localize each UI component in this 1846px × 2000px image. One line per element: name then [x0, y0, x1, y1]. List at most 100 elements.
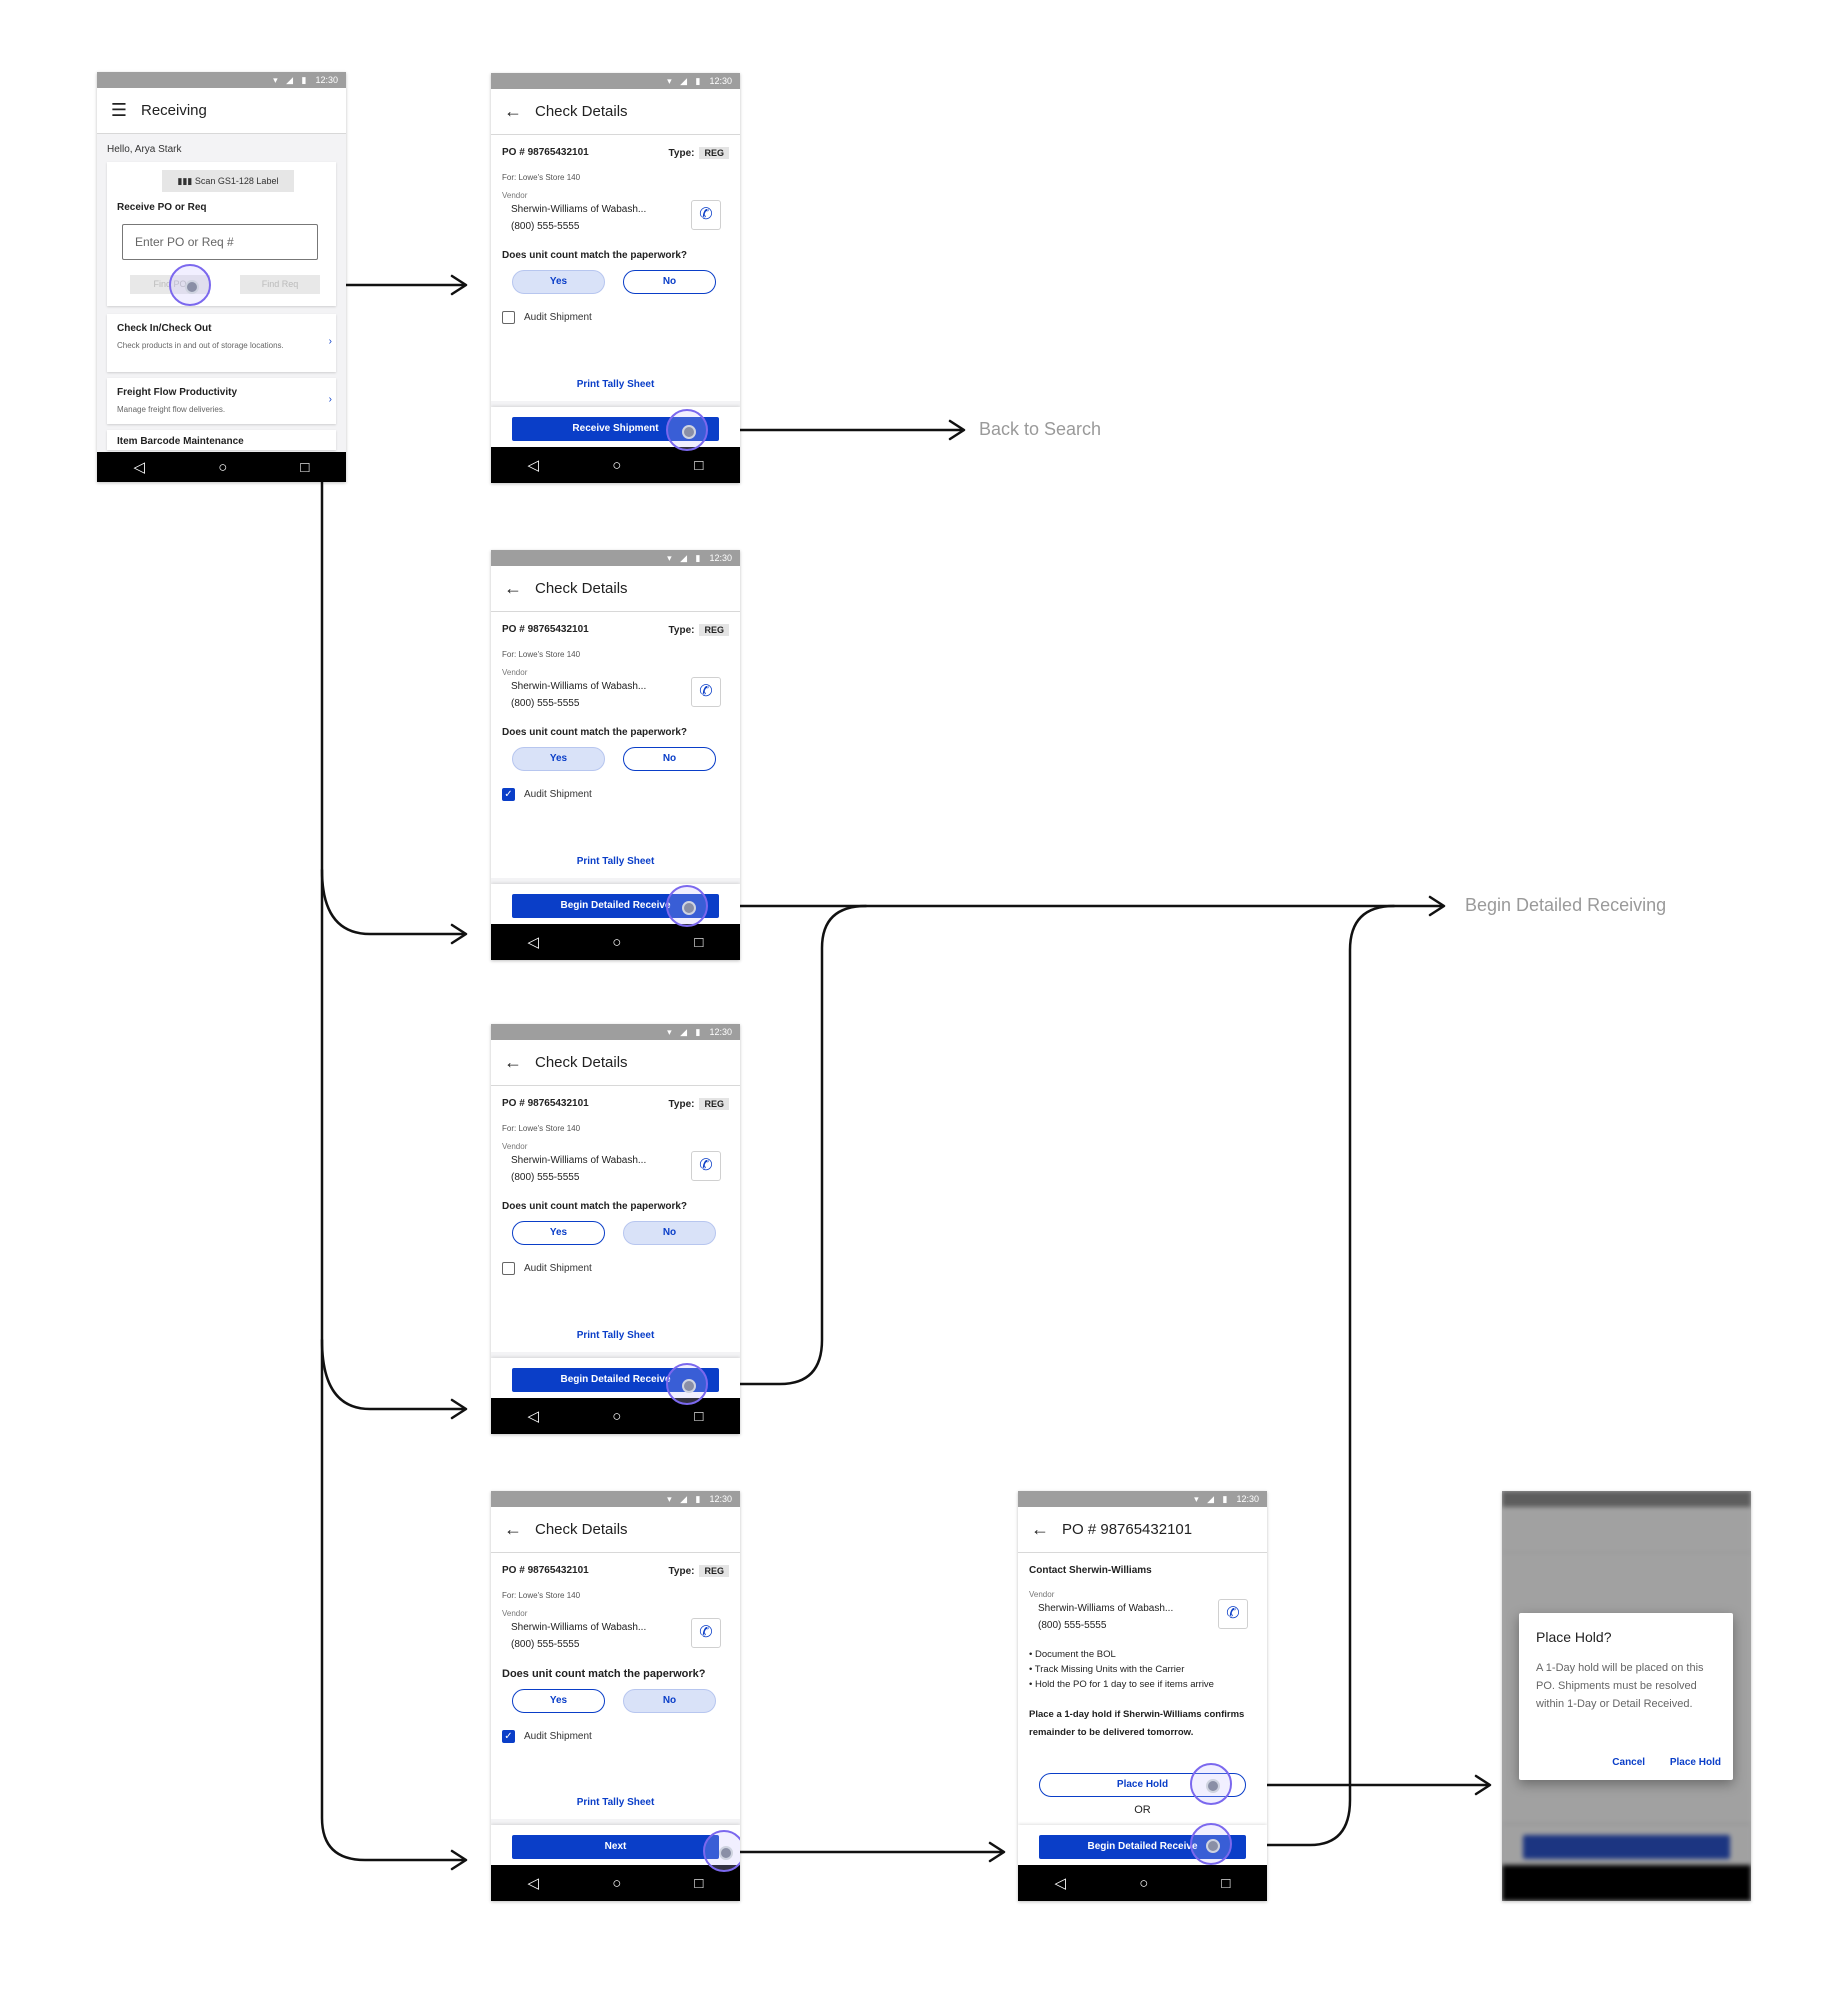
- audit-checkbox[interactable]: [502, 1262, 515, 1275]
- status-bar: ▾ ◢ ▮12:30: [491, 1024, 740, 1040]
- po-number: PO # 98765432101: [502, 624, 589, 635]
- system-nav-bar: ◁ ○ □: [1018, 1865, 1267, 1901]
- dialog-title: Place Hold?: [1536, 1629, 1612, 1645]
- nav-home-icon[interactable]: ○: [218, 458, 228, 476]
- yes-button[interactable]: Yes: [512, 1221, 605, 1245]
- nav-home-icon[interactable]: ○: [612, 933, 622, 951]
- print-tally-link[interactable]: Print Tally Sheet: [576, 1330, 655, 1341]
- back-arrow-icon[interactable]: ←: [504, 1519, 522, 1539]
- nav-back-icon[interactable]: ◁: [527, 934, 540, 951]
- back-arrow-icon[interactable]: ←: [504, 101, 522, 121]
- nav-recents-icon[interactable]: □: [694, 1407, 704, 1425]
- nav-back-icon[interactable]: ◁: [133, 459, 146, 476]
- screen-contact-vendor: ▾ ◢ ▮12:30 ← PO # 98765432101 Contact Sh…: [1018, 1491, 1267, 1901]
- phone-icon[interactable]: ✆: [691, 200, 721, 230]
- label-begin-detailed-receiving: Begin Detailed Receiving: [1465, 895, 1667, 915]
- back-arrow-icon[interactable]: ←: [1031, 1519, 1049, 1539]
- type-badge: REG: [699, 624, 729, 636]
- type-badge: REG: [699, 1565, 729, 1577]
- arrow-detailed-to-label: [686, 895, 1446, 917]
- menu-item-check-in-out[interactable]: Check In/Check Out Check products in and…: [107, 314, 336, 372]
- back-arrow-icon[interactable]: ←: [504, 1052, 522, 1072]
- po-number: PO # 98765432101: [502, 1565, 589, 1576]
- nav-back-icon[interactable]: ◁: [527, 1408, 540, 1425]
- vendor-name: Sherwin-Williams of Wabash...: [511, 1155, 647, 1166]
- nav-home-icon[interactable]: ○: [612, 1407, 622, 1425]
- tap-indicator: [703, 1830, 740, 1872]
- arrow-next-to-contact: [722, 1841, 1006, 1863]
- page-title: Check Details: [535, 103, 628, 120]
- tap-indicator: [666, 409, 708, 451]
- nav-home-icon[interactable]: ○: [612, 456, 622, 474]
- find-req-button[interactable]: Find Req: [240, 275, 320, 294]
- nav-recents-icon[interactable]: □: [694, 456, 704, 474]
- no-button[interactable]: No: [623, 270, 716, 294]
- vendor-phone: (800) 555-5555: [511, 1172, 580, 1183]
- no-button[interactable]: No: [623, 747, 716, 771]
- system-nav-bar: ◁ ○ □: [491, 1865, 740, 1901]
- arrow-find-down-trunk: [188, 283, 468, 1871]
- or-divider: OR: [1134, 1804, 1151, 1816]
- tap-indicator: [1190, 1763, 1232, 1805]
- phone-icon[interactable]: ✆: [691, 1618, 721, 1648]
- menu-item-freight-flow[interactable]: Freight Flow Productivity Manage freight…: [107, 378, 336, 424]
- audit-checkbox[interactable]: [502, 311, 515, 324]
- dialog-confirm-button[interactable]: Place Hold: [1669, 1757, 1721, 1768]
- vendor-name: Sherwin-Williams of Wabash...: [511, 681, 647, 692]
- nav-home-icon[interactable]: ○: [1139, 1874, 1149, 1892]
- print-tally-link[interactable]: Print Tally Sheet: [576, 1797, 655, 1808]
- print-tally-link[interactable]: Print Tally Sheet: [576, 379, 655, 390]
- yes-button[interactable]: Yes: [512, 1689, 605, 1713]
- phone-icon[interactable]: ✆: [691, 1151, 721, 1181]
- phone-icon[interactable]: ✆: [691, 677, 721, 707]
- hold-instruction: Place a 1-day hold if Sherwin-Williams c…: [1029, 1709, 1245, 1738]
- status-icons: ▾ ◢ ▮: [273, 75, 310, 85]
- receive-label: Receive PO or Req: [117, 202, 207, 213]
- screen-place-hold-dialog: Place Hold? A 1-Day hold will be placed …: [1502, 1491, 1751, 1901]
- nav-back-icon[interactable]: ◁: [1054, 1875, 1067, 1892]
- scan-label-button[interactable]: ▮▮▮ Scan GS1-128 Label: [162, 170, 294, 192]
- no-button[interactable]: No: [623, 1221, 716, 1245]
- vendor-phone: (800) 555-5555: [1038, 1620, 1107, 1631]
- app-bar: ← Check Details: [491, 89, 740, 135]
- screen-receiving: ▾ ◢ ▮12:30 ☰ Receiving Hello, Arya Stark…: [97, 72, 346, 482]
- app-bar: ☰ Receiving: [97, 88, 346, 134]
- dialog-cancel-button[interactable]: Cancel: [1612, 1757, 1646, 1768]
- print-tally-link[interactable]: Print Tally Sheet: [576, 856, 655, 867]
- next-button[interactable]: Next: [512, 1835, 719, 1859]
- chevron-right-icon: ›: [328, 336, 332, 347]
- nav-back-icon[interactable]: ◁: [527, 457, 540, 474]
- type-badge: REG: [699, 1098, 729, 1110]
- nav-recents-icon[interactable]: □: [694, 933, 704, 951]
- vendor-phone: (800) 555-5555: [511, 221, 580, 232]
- system-nav-bar: ◁ ○ □: [491, 1398, 740, 1434]
- chevron-right-icon: ›: [328, 394, 332, 405]
- nav-home-icon[interactable]: ○: [612, 1874, 622, 1892]
- yes-button[interactable]: Yes: [512, 747, 605, 771]
- nav-recents-icon[interactable]: □: [300, 458, 310, 476]
- bottom-bar: Next: [491, 1825, 740, 1865]
- phone-icon[interactable]: ✆: [1218, 1599, 1248, 1629]
- place-hold-dialog: Place Hold? A 1-Day hold will be placed …: [1519, 1613, 1733, 1780]
- audit-checkbox[interactable]: ✓: [502, 1730, 515, 1743]
- page-title: Check Details: [535, 1521, 628, 1538]
- contact-heading: Contact Sherwin-Williams: [1029, 1565, 1152, 1576]
- status-bar: ▾ ◢ ▮12:30: [491, 1491, 740, 1507]
- no-button[interactable]: No: [623, 1689, 716, 1713]
- system-nav-bar: ◁ ○ □: [491, 447, 740, 483]
- nav-back-icon[interactable]: ◁: [527, 1875, 540, 1892]
- po-number: PO # 98765432101: [502, 147, 589, 158]
- app-bar: ← Check Details: [491, 1507, 740, 1553]
- nav-recents-icon[interactable]: □: [1221, 1874, 1231, 1892]
- vendor-phone: (800) 555-5555: [511, 1639, 580, 1650]
- yes-button[interactable]: Yes: [512, 270, 605, 294]
- menu-item-barcode-maintenance[interactable]: Item Barcode Maintenance: [107, 430, 336, 450]
- vendor-name: Sherwin-Williams of Wabash...: [511, 1622, 647, 1633]
- po-input[interactable]: Enter PO or Req #: [122, 224, 318, 260]
- nav-recents-icon[interactable]: □: [694, 1874, 704, 1892]
- back-arrow-icon[interactable]: ←: [504, 578, 522, 598]
- app-bar: ← Check Details: [491, 1040, 740, 1086]
- audit-checkbox[interactable]: ✓: [502, 788, 515, 801]
- menu-icon[interactable]: ☰: [110, 100, 128, 120]
